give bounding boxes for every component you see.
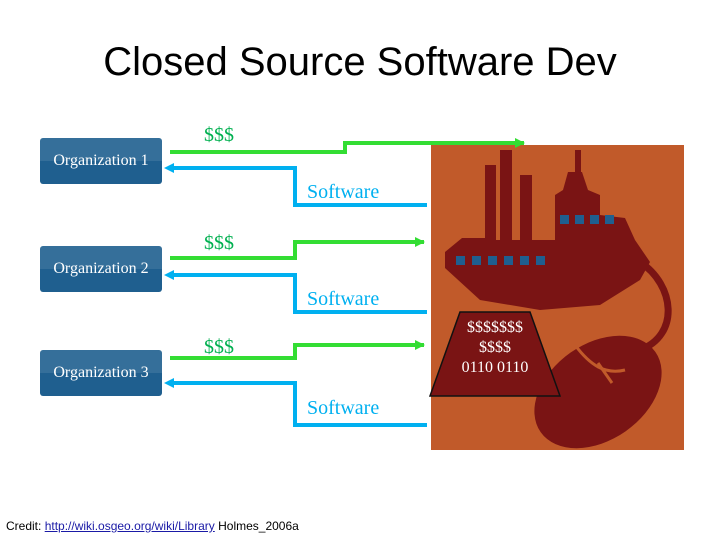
factory-chimney [575, 150, 581, 172]
credit-link[interactable]: http://wiki.osgeo.org/wiki/Library [44, 519, 215, 533]
organization-3-label: Organization 3 [53, 364, 149, 381]
credit-line: Credit: http://wiki.osgeo.org/wiki/Libra… [6, 519, 299, 533]
organization-2-box: Organization 2 [40, 246, 162, 292]
software-label-2: Software [307, 288, 380, 310]
factory-silhouette [445, 150, 650, 310]
software-arrowhead-1 [164, 163, 174, 173]
vendor-money-line-2: $$$$ [479, 339, 511, 356]
organization-2-label: Organization 2 [53, 260, 149, 277]
vendor-code-text: $$$$$$$ $$$$ 0110 0110 [430, 318, 560, 378]
factory-windows [456, 215, 614, 265]
slide-title: Closed Source Software Dev [103, 40, 617, 84]
money-arrow-3 [170, 340, 425, 360]
vendor-code-box [428, 311, 562, 397]
software-label-3: Software [307, 397, 380, 419]
organization-3-box: Organization 3 [40, 350, 162, 396]
vendor-money-line-1: $$$$$$$ [467, 319, 523, 336]
organization-1-box: Organization 1 [40, 138, 162, 184]
software-arrowhead-2 [164, 270, 174, 280]
vendor-binary-line: 0110 0110 [461, 359, 529, 376]
software-arrow-1 [172, 166, 427, 207]
software-label-1: Software [307, 181, 380, 203]
mouse-button-divider [596, 362, 614, 384]
money-label-2: $$$ [204, 232, 234, 254]
money-label-1: $$$ [204, 124, 234, 146]
money-label-3: $$$ [204, 336, 234, 358]
software-arrowhead-3 [164, 378, 174, 388]
organization-1-label: Organization 1 [53, 152, 149, 169]
computer-mouse-icon [534, 335, 662, 449]
money-arrow-1 [170, 138, 525, 154]
software-arrow-3 [174, 381, 427, 427]
money-arrow-2 [170, 237, 425, 260]
mouse-button-line [573, 344, 626, 373]
credit-prefix: Credit: [6, 519, 45, 533]
software-arrow-2 [174, 273, 427, 314]
credit-suffix: Holmes_2006a [214, 519, 299, 533]
